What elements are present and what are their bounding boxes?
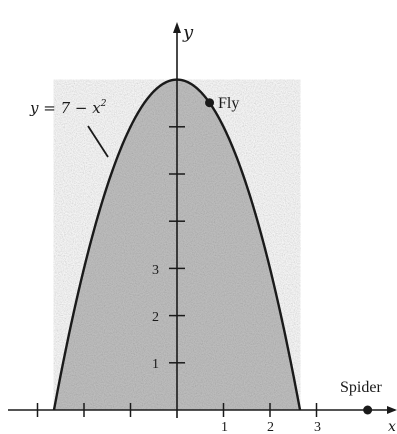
x-axis-label: x — [388, 419, 396, 434]
y-axis-ticks — [169, 126, 185, 364]
x-tick-label-1: 1 — [221, 420, 228, 434]
spider-label: Spider — [340, 379, 382, 396]
x-axis-arrowhead — [387, 406, 397, 414]
y-axis-label: y — [182, 22, 194, 43]
parabola-curve — [52, 78, 302, 411]
x-tick-label-2: 2 — [267, 420, 274, 434]
curve-equation-label: y = 7 − x2 — [29, 99, 107, 117]
y-tick-label-1: 1 — [152, 357, 159, 372]
fly-label: Fly — [218, 95, 239, 112]
y-axis-arrowhead — [173, 22, 181, 33]
curve-label-pointer — [87, 125, 109, 158]
fly-point — [205, 98, 215, 108]
spider-point — [363, 405, 373, 415]
y-tick-label-2: 2 — [152, 310, 159, 325]
curve-equation-exponent: 2 — [100, 99, 107, 109]
x-tick-label-3: 3 — [314, 420, 321, 434]
x-axis-ticks — [36, 403, 318, 417]
y-tick-label-3: 3 — [152, 263, 159, 278]
